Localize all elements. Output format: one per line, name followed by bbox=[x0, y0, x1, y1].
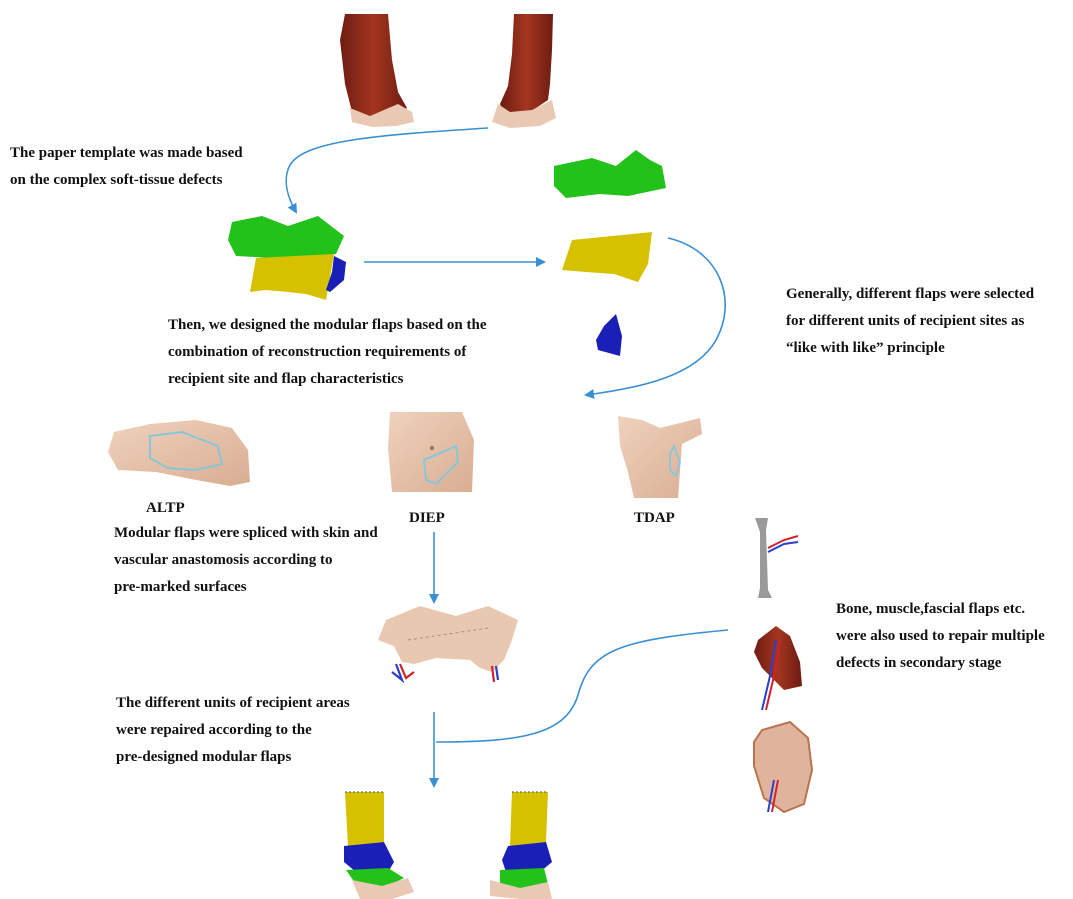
module-blue bbox=[596, 314, 622, 356]
spliced-vein-2 bbox=[496, 666, 498, 680]
caption-splice: Modular flaps were spliced with skin and… bbox=[114, 520, 378, 601]
caption-splice-line-3: pre-marked surfaces bbox=[114, 574, 378, 601]
flap-label-diep: DIEP bbox=[409, 508, 445, 528]
template-yellow-unit bbox=[250, 254, 334, 300]
spliced-flap-shape bbox=[378, 606, 518, 672]
abdomen-shape bbox=[388, 412, 474, 492]
caption-selection: Generally, different flaps were selected… bbox=[786, 281, 1034, 362]
left-leg-defect bbox=[340, 14, 407, 120]
module-yellow bbox=[562, 232, 652, 282]
left-leg-yellow bbox=[345, 792, 384, 846]
umbilicus bbox=[430, 446, 434, 450]
caption-design: Then, we designed the modular flaps base… bbox=[168, 312, 487, 393]
caption-selection-line-2: for different units of recipient sites a… bbox=[786, 308, 1034, 335]
right-leg-blue bbox=[502, 842, 552, 872]
caption-repair-line-3: pre-designed modular flaps bbox=[116, 744, 350, 771]
spliced-artery bbox=[400, 664, 414, 678]
fascial-flap-illustration bbox=[754, 722, 812, 812]
fibula-vein bbox=[768, 542, 798, 552]
caption-design-line-1: Then, we designed the modular flaps base… bbox=[168, 312, 487, 339]
caption-secondary-line-2: were also used to repair multiple bbox=[836, 623, 1045, 650]
right-leg-yellow bbox=[510, 792, 548, 846]
caption-repair: The different units of recipient areas w… bbox=[116, 690, 350, 771]
flap-label-tdap: TDAP bbox=[634, 508, 675, 528]
caption-selection-line-3: “like with like” principle bbox=[786, 335, 1034, 362]
caption-repair-line-1: The different units of recipient areas bbox=[116, 690, 350, 717]
caption-design-line-2: combination of reconstruction requiremen… bbox=[168, 339, 487, 366]
caption-template-line-1: The paper template was made based bbox=[10, 140, 243, 167]
fascial-flap-shape bbox=[754, 722, 812, 812]
back-shape bbox=[618, 416, 702, 498]
repaired-legs-illustration bbox=[344, 792, 552, 899]
template-green-unit bbox=[228, 216, 344, 258]
muscle-flap-illustration bbox=[754, 626, 802, 710]
donor-thigh-illustration bbox=[108, 420, 250, 486]
module-green bbox=[554, 150, 666, 198]
caption-template: The paper template was made based on the… bbox=[10, 140, 243, 194]
right-leg-defect bbox=[500, 14, 553, 116]
arrow-to-template bbox=[286, 128, 488, 212]
caption-design-line-3: recipient site and flap characteristics bbox=[168, 366, 487, 393]
caption-template-line-2: on the complex soft-tissue defects bbox=[10, 167, 243, 194]
caption-secondary: Bone, muscle,fascial flaps etc. were als… bbox=[836, 596, 1045, 677]
caption-secondary-line-1: Bone, muscle,fascial flaps etc. bbox=[836, 596, 1045, 623]
donor-back-illustration bbox=[618, 416, 702, 498]
caption-repair-line-2: were repaired according to the bbox=[116, 717, 350, 744]
thigh-shape bbox=[108, 420, 250, 486]
flap-label-altp: ALTP bbox=[146, 498, 185, 518]
separated-modules-illustration bbox=[554, 150, 666, 356]
fibula-illustration bbox=[755, 518, 798, 598]
defect-legs-illustration bbox=[340, 14, 556, 128]
paper-template-illustration bbox=[228, 216, 346, 300]
caption-secondary-line-3: defects in secondary stage bbox=[836, 650, 1045, 677]
caption-selection-line-1: Generally, different flaps were selected bbox=[786, 281, 1034, 308]
donor-abdomen-illustration bbox=[388, 412, 474, 492]
caption-splice-line-2: vascular anastomosis according to bbox=[114, 547, 378, 574]
spliced-flap-illustration bbox=[378, 606, 518, 682]
caption-splice-line-1: Modular flaps were spliced with skin and bbox=[114, 520, 378, 547]
left-leg-blue bbox=[344, 842, 394, 872]
fibula-bone bbox=[755, 518, 772, 598]
